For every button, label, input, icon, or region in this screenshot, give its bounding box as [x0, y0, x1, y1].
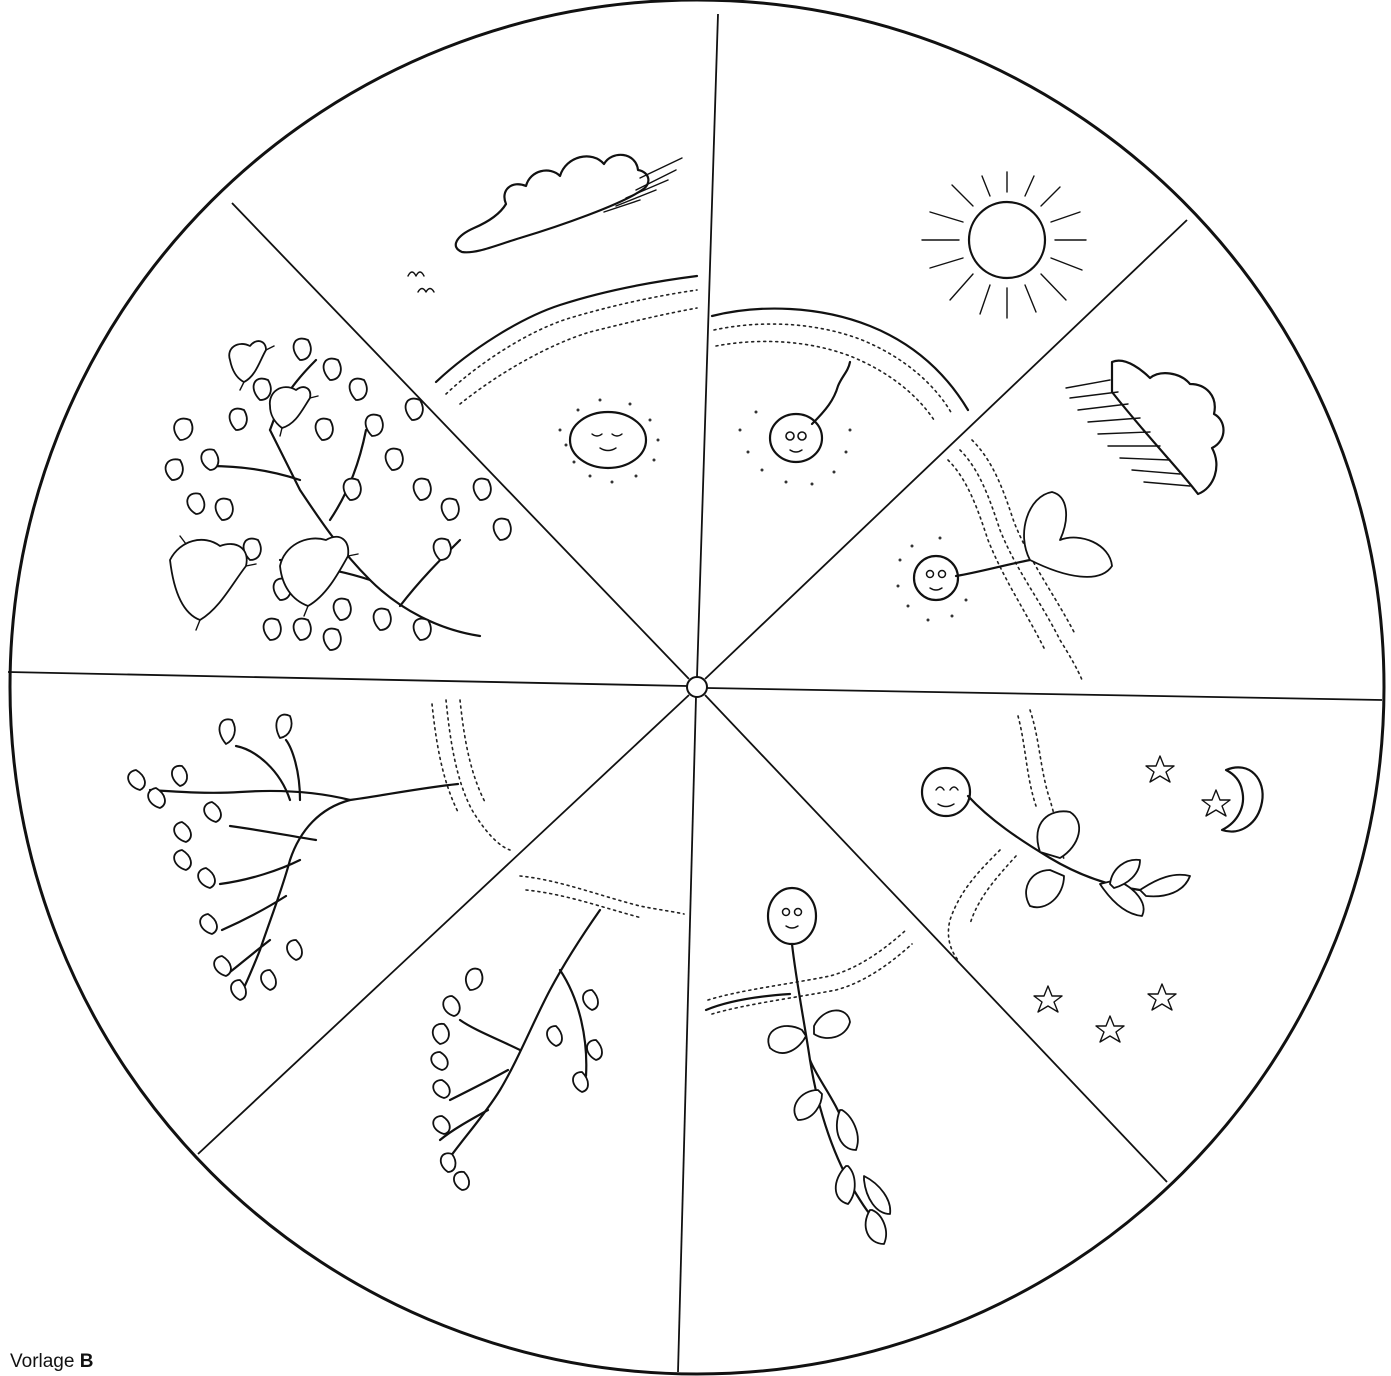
- divider-vertical-top: [697, 14, 718, 677]
- caption-letter: B: [80, 1351, 94, 1372]
- segment-sapling: [431, 876, 684, 1190]
- segment-young-tree: [128, 700, 510, 1000]
- soil-mound: [712, 309, 968, 410]
- segment-young-plant: [706, 888, 912, 1244]
- segment-seedling-night: [922, 710, 1263, 1042]
- wheel-hub: [687, 677, 707, 697]
- divider-horizontal-right: [707, 688, 1382, 700]
- seed-icon: [570, 412, 646, 468]
- template-caption: Vorlage B: [10, 1352, 93, 1371]
- caption-prefix: Vorlage: [10, 1351, 74, 1372]
- cloud-icon: [456, 155, 649, 252]
- branch-icon: [448, 910, 600, 1160]
- rain-lines: [1066, 380, 1190, 486]
- segment-grown-tree-with-birds: [166, 339, 511, 650]
- plant-head-icon: [768, 888, 816, 944]
- star-icon: [1146, 756, 1174, 782]
- branch-icon: [240, 784, 458, 996]
- seedling-leaf: [1024, 492, 1112, 577]
- tree-icon: [270, 430, 480, 636]
- root-sprout: [812, 362, 850, 424]
- segment-seed-sprouting: [712, 172, 1086, 486]
- divider-horizontal-left: [8, 672, 687, 686]
- wheel-frame: [8, 0, 1384, 1374]
- segment-seed-in-soil: [408, 155, 697, 484]
- divider-diagonal-lower-right: [705, 695, 1167, 1182]
- rain-cloud-icon: [1112, 361, 1224, 494]
- star-icon: [1096, 1016, 1124, 1042]
- birds-icon: [408, 272, 434, 292]
- sun-icon: [922, 172, 1086, 318]
- soil-mound: [436, 276, 697, 382]
- star-icon: [1034, 986, 1062, 1012]
- seedling-icon: [922, 768, 970, 816]
- divider-vertical-bottom: [678, 697, 696, 1372]
- seedling-icon: [914, 556, 958, 600]
- bird-icon: [270, 387, 318, 436]
- bird-icon: [170, 536, 256, 630]
- star-icon: [1202, 790, 1230, 816]
- star-icon: [1148, 984, 1176, 1010]
- segment-seedling-rain: [897, 361, 1224, 680]
